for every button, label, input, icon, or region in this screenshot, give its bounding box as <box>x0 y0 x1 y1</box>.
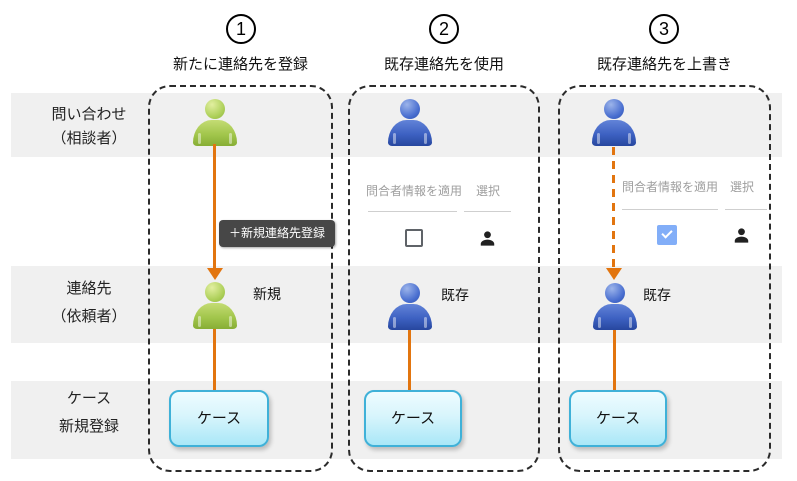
arrow-down-icon <box>207 268 223 280</box>
inquiry-person-blue-icon <box>592 99 636 146</box>
person-head <box>604 99 624 119</box>
contact-person-blue-icon <box>593 283 637 330</box>
person-body <box>193 303 237 329</box>
case-box[interactable]: ケース <box>569 390 667 447</box>
apply-checkbox[interactable] <box>405 229 423 247</box>
arrow-down-icon <box>606 268 622 280</box>
contact-person-blue-icon <box>388 283 432 330</box>
step-1-title: 新たに連絡先を登録 <box>172 56 308 73</box>
step-1-number-text: 1 <box>235 19 246 39</box>
apply-column-header: 問合者情報を適用 <box>621 180 718 194</box>
select-column-underline <box>464 211 511 212</box>
case-box-label: ケース <box>390 410 436 427</box>
apply-checkbox[interactable] <box>657 225 677 245</box>
connector-line-contact-to-case <box>213 329 216 390</box>
row-label-inquiry-line2: （相談者） <box>51 130 127 147</box>
inquiry-person-blue-icon <box>388 99 432 146</box>
step-3-number: 3 <box>649 14 679 44</box>
select-contact-person-icon[interactable] <box>732 226 751 245</box>
case-box[interactable]: ケース <box>364 390 462 447</box>
person-body <box>593 304 637 330</box>
step-3-title: 既存連絡先を上書き <box>596 56 732 73</box>
new-contact-register-button[interactable]: ＋新規連絡先登録 <box>219 220 336 247</box>
contact-state-label: 新規 <box>253 286 281 302</box>
step-2-container: 問合者情報を適用 選択 既存 ケース <box>348 85 540 472</box>
person-body <box>193 120 237 146</box>
case-box-label: ケース <box>595 410 641 427</box>
step-1-container: ＋新規連絡先登録 新規 ケース <box>148 85 336 472</box>
person-head <box>205 99 225 119</box>
case-box-label: ケース <box>196 410 242 427</box>
step-2-number: 2 <box>429 14 459 44</box>
row-label-case-line2: 新規登録 <box>58 418 119 435</box>
row-label-contact-line2: （依頼者） <box>51 308 127 325</box>
connector-line-inquiry-to-contact <box>213 144 216 270</box>
person-head <box>400 99 420 119</box>
row-band-contact <box>11 266 782 343</box>
step-2-number-text: 2 <box>438 19 449 39</box>
step-2-title: 既存連絡先を使用 <box>383 56 504 73</box>
connector-line-contact-to-case <box>408 330 411 390</box>
apply-column-underline <box>368 211 457 212</box>
select-column-header: 選択 <box>475 184 500 198</box>
connector-line-contact-to-case <box>613 330 616 390</box>
person-body <box>388 304 432 330</box>
row-label-case-line1: ケース <box>66 390 112 407</box>
apply-column-header: 問合者情報を適用 <box>365 184 462 198</box>
select-column-underline <box>725 209 767 210</box>
row-label-inquiry-line1: 問い合わせ <box>51 106 127 123</box>
row-label-contact-line1: 連絡先 <box>66 280 112 297</box>
person-head <box>400 283 420 303</box>
select-contact-person-icon[interactable] <box>478 229 497 248</box>
contact-person-green-icon <box>193 282 237 329</box>
select-column-header: 選択 <box>729 180 754 194</box>
person-body <box>388 120 432 146</box>
step-3-container: 問合者情報を適用 選択 既存 ケース <box>558 85 771 472</box>
step-1-number: 1 <box>226 14 256 44</box>
inquiry-person-green-icon <box>193 99 237 146</box>
dashed-connector-inquiry-to-contact <box>612 147 615 269</box>
person-body <box>592 120 636 146</box>
case-box[interactable]: ケース <box>169 390 269 447</box>
step-3-number-text: 3 <box>658 19 669 39</box>
person-head <box>205 282 225 302</box>
contact-state-label: 既存 <box>643 287 671 303</box>
contact-state-label: 既存 <box>441 287 469 303</box>
person-head <box>605 283 625 303</box>
apply-column-underline <box>622 209 718 210</box>
